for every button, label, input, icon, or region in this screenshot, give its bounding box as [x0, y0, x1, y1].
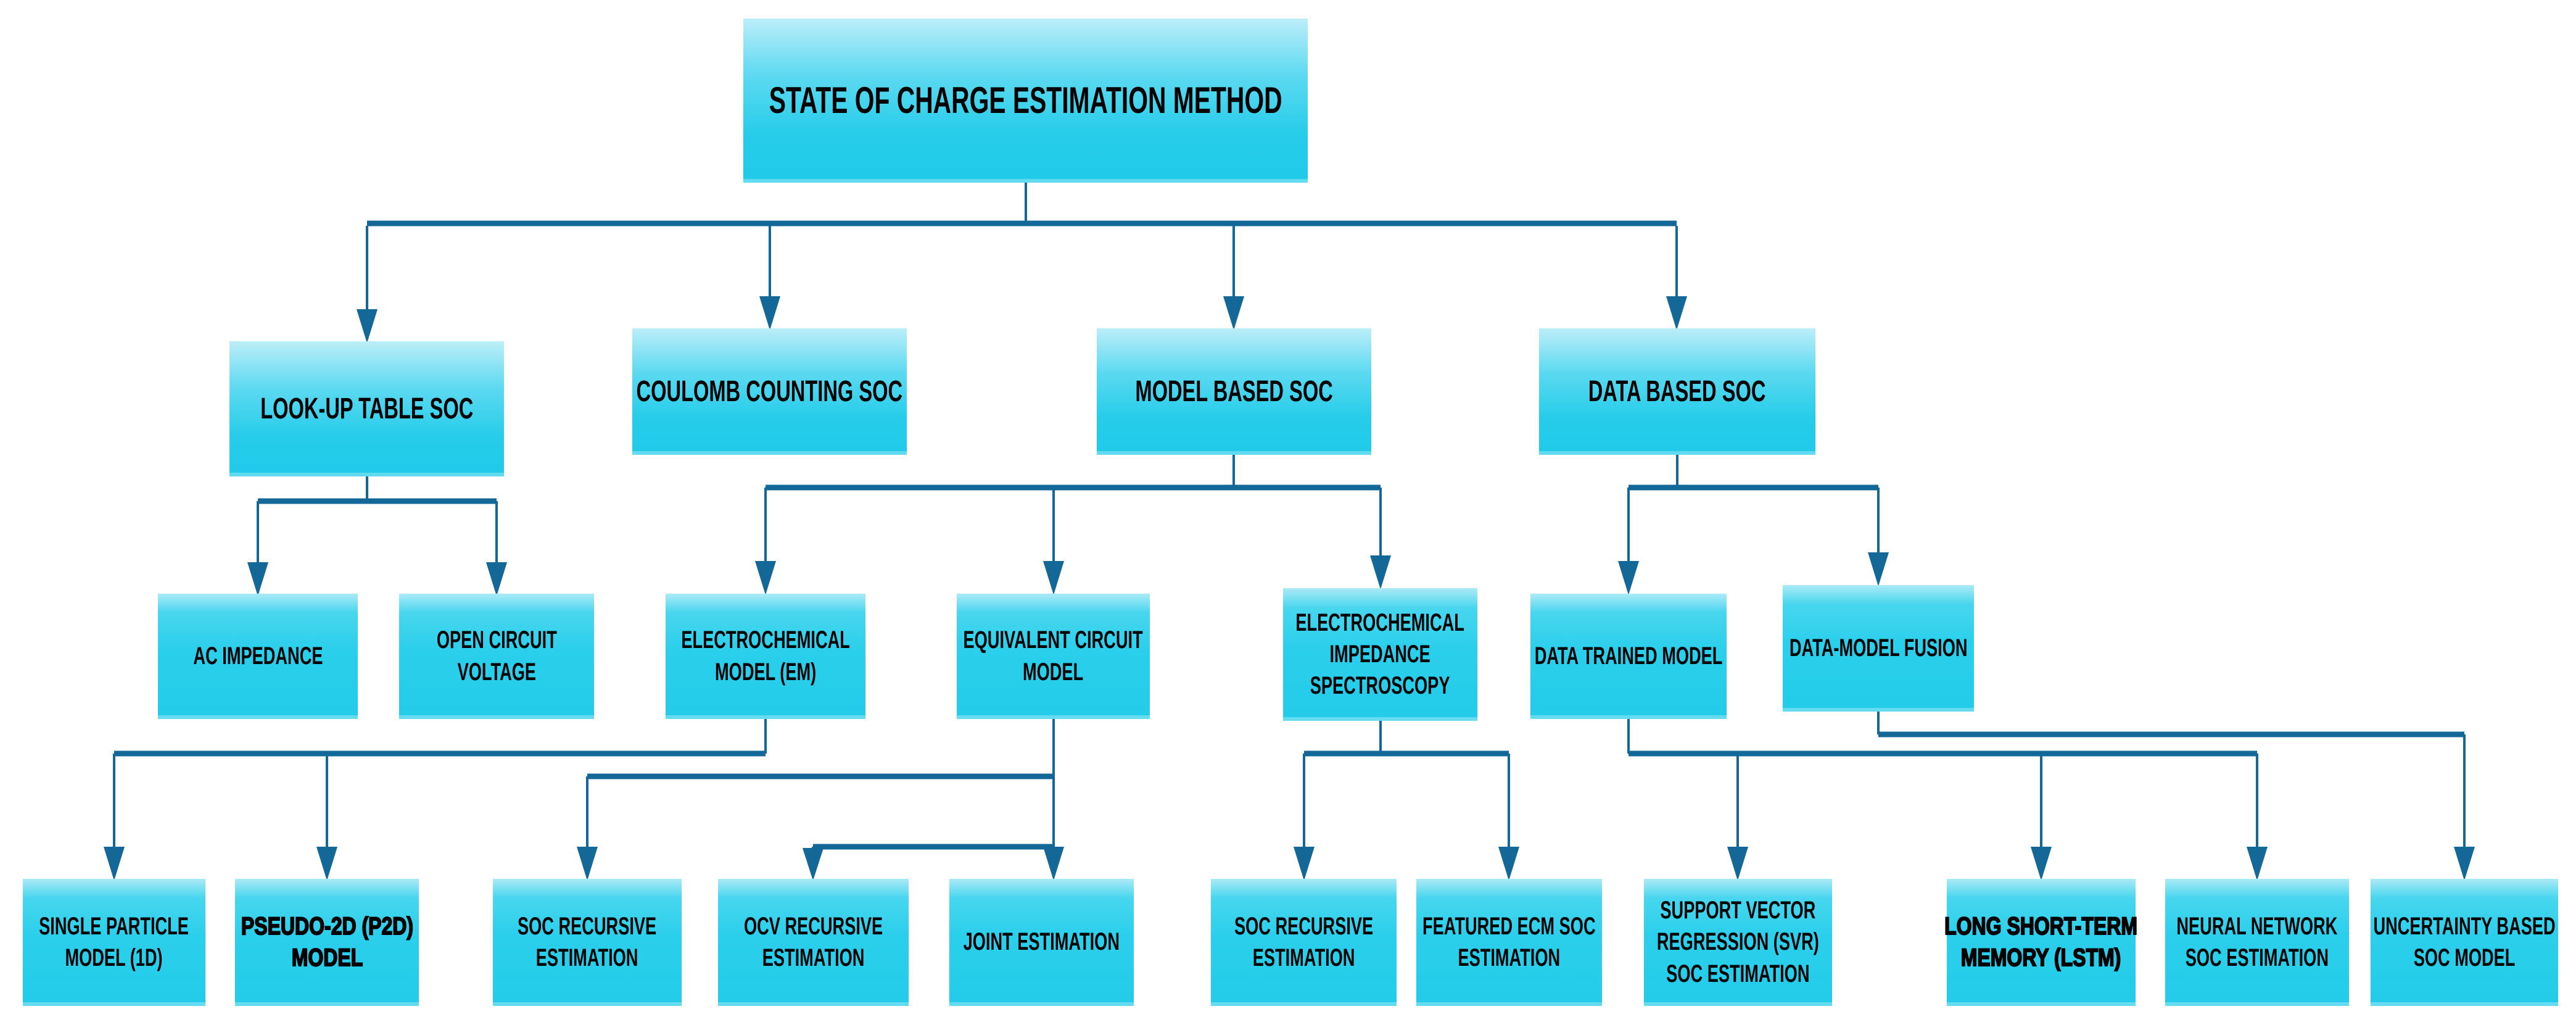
node-label: STATE OF CHARGE ESTIMATION METHOD [769, 79, 1282, 121]
node-label: SOC RECURSIVE ESTIMATION [518, 912, 657, 971]
node-label: PSEUDO-2D (P2D) MODEL [241, 912, 414, 972]
node-open-circuit-voltage: OPEN CIRCUIT VOLTAGE [399, 594, 594, 719]
node-label: DATA TRAINED MODEL [1534, 642, 1723, 670]
node-label: SOC RECURSIVE ESTIMATION [1234, 912, 1374, 971]
node-state-of-charge-estimation-method: STATE OF CHARGE ESTIMATION METHOD [743, 19, 1308, 183]
node-label: LONG SHORT-TERM MEMORY (LSTM) [1944, 912, 2138, 972]
node-label: NEURAL NETWORK SOC ESTIMATION [2176, 912, 2338, 971]
node-joint-estimation: JOINT ESTIMATION [949, 879, 1134, 1006]
node-label: MODEL BASED SOC [1135, 375, 1333, 408]
node-label: SUPPORT VECTOR REGRESSION (SVR) SOC ESTI… [1657, 897, 1819, 987]
connector-lines [113, 183, 2466, 850]
node-support-vector-regression-soc-estimation: SUPPORT VECTOR REGRESSION (SVR) SOC ESTI… [1644, 879, 1832, 1006]
node-data-model-fusion: DATA-MODEL FUSION [1783, 585, 1974, 712]
node-soc-recursive-estimation-eis: SOC RECURSIVE ESTIMATION [1211, 879, 1397, 1006]
node-label: AC IMPEDANCE [192, 642, 323, 670]
node-ocv-recursive-estimation: OCV RECURSIVE ESTIMATION [718, 879, 909, 1006]
node-single-particle-model-1d: SINGLE PARTICLE MODEL (1D) [23, 879, 205, 1006]
node-uncertainty-based-soc-model: UNCERTAINTY BASED SOC MODEL [2371, 879, 2558, 1006]
node-electrochemical-model-em: ELECTROCHEMICAL MODEL (EM) [666, 594, 865, 719]
arrowhead-icons [104, 296, 2475, 881]
node-label: EQUIVALENT CIRCUIT MODEL [963, 626, 1144, 686]
node-label: UNCERTAINTY BASED SOC MODEL [2373, 912, 2556, 971]
node-neural-network-soc-estimation: NEURAL NETWORK SOC ESTIMATION [2165, 879, 2349, 1006]
node-lookup-table-soc: LOOK-UP TABLE SOC [229, 341, 504, 476]
node-data-trained-model: DATA TRAINED MODEL [1530, 594, 1727, 719]
node-label: COULOMB COUNTING SOC [636, 375, 903, 408]
node-pseudo-2d-p2d-model: PSEUDO-2D (P2D) MODEL [235, 879, 419, 1006]
node-label: SINGLE PARTICLE MODEL (1D) [39, 912, 189, 971]
node-featured-ecm-soc-estimation: FEATURED ECM SOC ESTIMATION [1416, 879, 1602, 1006]
node-label: ELECTROCHEMICAL MODEL (EM) [681, 626, 850, 686]
node-label: ELECTROCHEMICAL IMPEDANCE SPECTROSCOPY [1295, 609, 1465, 700]
node-label: JOINT ESTIMATION [963, 928, 1120, 956]
node-label: DATA-MODEL FUSION [1789, 634, 1968, 662]
node-soc-recursive-estimation-ecm: SOC RECURSIVE ESTIMATION [493, 879, 682, 1006]
node-label: DATA BASED SOC [1588, 375, 1766, 408]
node-model-based-soc: MODEL BASED SOC [1097, 328, 1371, 455]
node-label: OCV RECURSIVE ESTIMATION [743, 912, 883, 971]
node-coulomb-counting-soc: COULOMB COUNTING SOC [632, 328, 907, 455]
node-long-short-term-memory-lstm: LONG SHORT-TERM MEMORY (LSTM) [1944, 879, 2138, 1006]
node-equivalent-circuit-model: EQUIVALENT CIRCUIT MODEL [957, 594, 1150, 719]
node-electrochemical-impedance-spectroscopy: ELECTROCHEMICAL IMPEDANCE SPECTROSCOPY [1283, 588, 1477, 721]
node-data-based-soc: DATA BASED SOC [1539, 328, 1815, 455]
node-label: FEATURED ECM SOC ESTIMATION [1422, 912, 1596, 971]
node-label: LOOK-UP TABLE SOC [260, 392, 474, 425]
node-label: OPEN CIRCUIT VOLTAGE [436, 626, 557, 686]
node-ac-impedance: AC IMPEDANCE [158, 594, 358, 719]
